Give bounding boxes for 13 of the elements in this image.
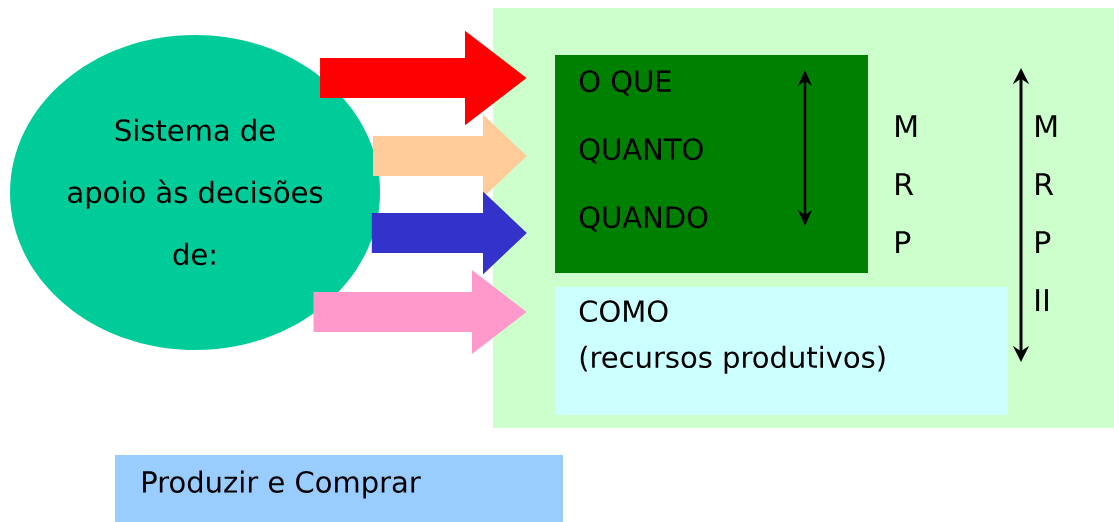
- question-box: [555, 55, 868, 273]
- node-label: QUANTO: [579, 138, 703, 164]
- label-box: [115, 455, 563, 522]
- letter-stack: M R P II: [1036, 115, 1057, 312]
- letter-stack: M R P: [896, 115, 917, 254]
- resource-box: [555, 287, 1008, 415]
- decision-ellipse: [10, 35, 380, 350]
- node-label: COMO: [579, 300, 668, 323]
- node-label: O QUE: [579, 70, 671, 96]
- node-label: Sistema de apoio às decisões de:: [68, 118, 323, 266]
- node-label: (recursos produtivos): [580, 345, 885, 374]
- node-label: Produzir e Comprar: [143, 470, 421, 499]
- node-label: QUANDO: [579, 206, 708, 232]
